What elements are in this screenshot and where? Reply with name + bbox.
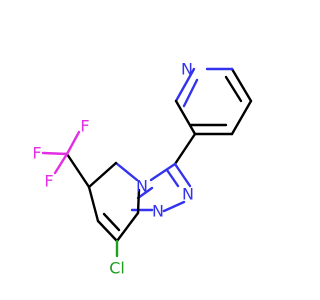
bond xyxy=(65,152,91,189)
bond xyxy=(53,152,69,175)
bond xyxy=(96,219,119,243)
triazole-ring xyxy=(130,162,192,213)
atom-label-n-bridgehead: N xyxy=(136,177,148,196)
bond xyxy=(230,67,253,103)
bond xyxy=(165,168,180,188)
atom-label-chlorine: Cl xyxy=(109,259,125,278)
fused-pyridine-ring xyxy=(87,161,141,243)
trifluoromethyl-group xyxy=(41,130,91,189)
pyridine-ring xyxy=(174,67,253,136)
bond xyxy=(136,186,154,200)
molecule-structure-diagram: N N N N Cl F F F xyxy=(32,60,253,278)
bond xyxy=(87,185,100,223)
bond xyxy=(102,212,121,232)
atom-label-fluorine-1: F xyxy=(80,117,89,136)
bond xyxy=(149,162,177,182)
bond xyxy=(41,151,69,156)
bond xyxy=(136,188,141,215)
bond xyxy=(230,99,253,136)
bond xyxy=(174,67,196,103)
bond xyxy=(173,162,192,188)
bond xyxy=(65,130,81,156)
bond xyxy=(162,200,186,213)
atom-label-n-triazole-1: N xyxy=(152,202,164,221)
bond xyxy=(115,211,140,243)
bond xyxy=(173,132,197,166)
atom-label-n-triazole-2: N xyxy=(182,185,194,204)
atom-label-fluorine-2: F xyxy=(32,144,41,163)
bond xyxy=(224,75,243,103)
bond xyxy=(182,78,199,108)
bond xyxy=(87,161,118,189)
atom-label-n-pyridine: N xyxy=(181,60,193,79)
bond xyxy=(174,99,197,136)
bond xyxy=(114,161,139,182)
atom-label-fluorine-3: F xyxy=(44,172,53,191)
